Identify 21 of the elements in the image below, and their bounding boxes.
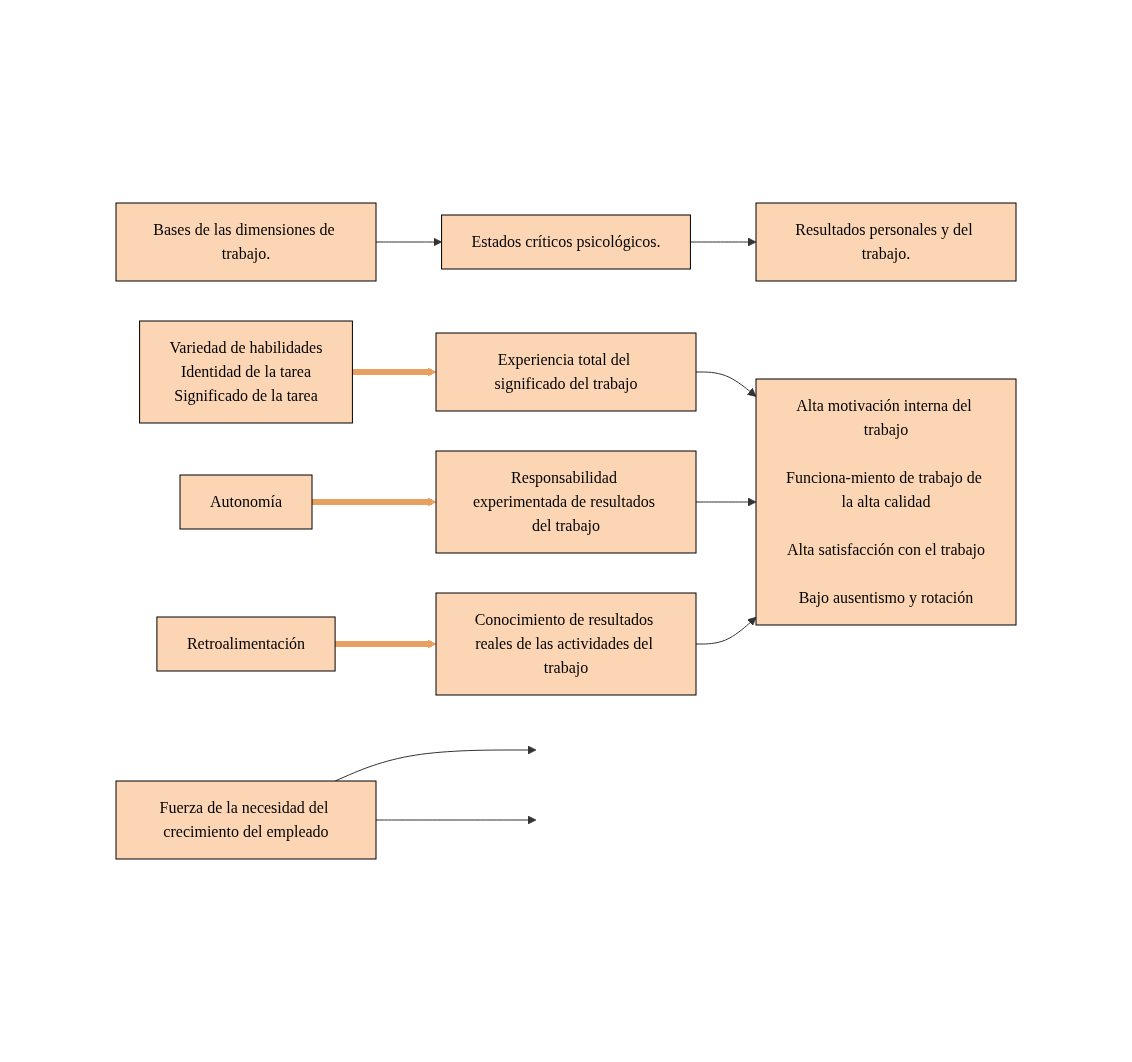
node-box: Fuerza de la necesidad del crecimiento del empleado [115,780,377,860]
node-box: Autonomía [179,474,313,530]
node-box: Estados críticos psicológicos. [441,214,691,270]
arrow [695,616,757,645]
arrow [312,497,437,507]
arrow [352,367,437,377]
node-box: Experiencia total del significado del trabajo [435,332,697,412]
node-box: Conocimiento de resultados reales de las actividades del trabajo [435,592,697,696]
arrow [335,639,437,649]
arrow [689,237,757,247]
node-box: Bases de las dimensiones de trabajo. [115,202,377,282]
node-box: Resultados personales y del trabajo. [755,202,1017,282]
node-box: Variedad de habilidades Identidad de la tarea Significado de la tarea [139,320,353,424]
arrow [375,815,537,825]
node-box: Alta motivación interna del trabajo Funciona-miento de trabajo de la alta calidad Alta satisfacción con el trabajo Bajo ausentismo y rotación [755,378,1017,626]
arrow [334,745,537,782]
arrow [695,497,757,507]
node-box: Responsabilidad experimentada de resultados del trabajo [435,450,697,554]
arrow [695,371,757,397]
node-box: Retroalimentación [156,616,336,672]
arrow [375,237,442,247]
